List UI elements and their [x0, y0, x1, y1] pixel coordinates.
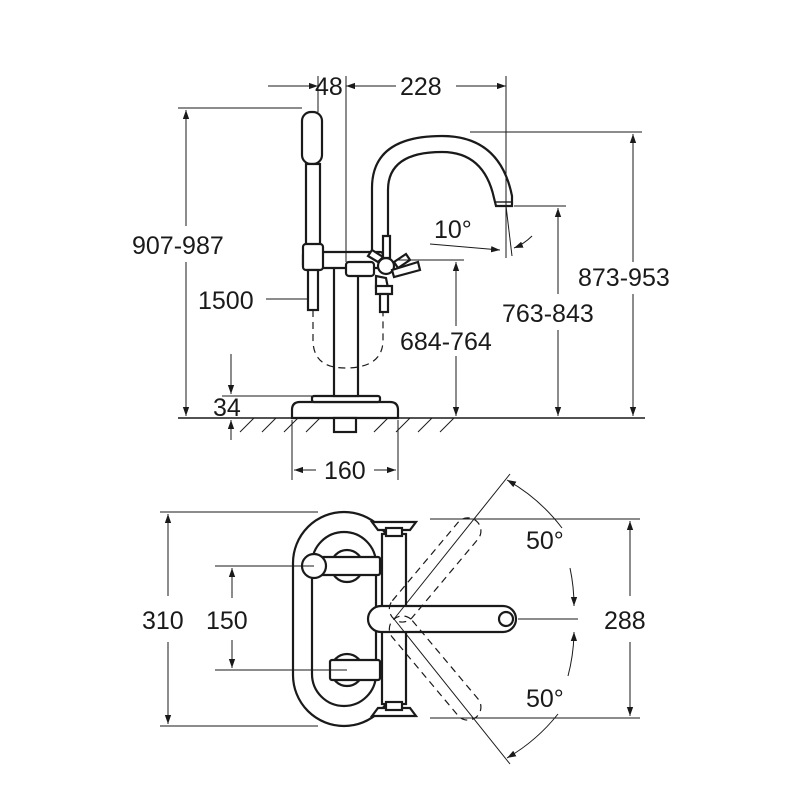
- dim-150: 150: [206, 607, 248, 635]
- spout-outlet-top: [497, 610, 515, 628]
- side-view: 48 228 907-987 1500 10° 873-953 763-843 …: [132, 73, 670, 485]
- hose-connector: [306, 268, 320, 312]
- dim-228: 228: [400, 73, 442, 101]
- dim-160: 160: [324, 457, 366, 485]
- dim-1500: 1500: [198, 287, 254, 315]
- hand-shower-holder: [301, 242, 325, 272]
- base-plate: [290, 400, 400, 420]
- base-mount-stub: [332, 416, 358, 434]
- column: [332, 260, 360, 398]
- dim-907-987: 907-987: [132, 232, 224, 260]
- dim-50deg-top: 50°: [526, 527, 564, 555]
- hose-dashed: [312, 310, 384, 369]
- shower-holder: [318, 555, 382, 577]
- dim-684-764: 684-764: [400, 328, 492, 356]
- dim-763-843: 763-843: [502, 300, 594, 328]
- dim-873-953: 873-953: [578, 264, 670, 292]
- mixer-block: [344, 260, 376, 278]
- dim-50deg-bottom: 50°: [526, 685, 564, 713]
- dim-310: 310: [142, 607, 184, 635]
- cross-handle: [366, 234, 422, 314]
- handle-top: [369, 520, 419, 538]
- hand-shower-head: [300, 110, 324, 166]
- dim-34: 34: [213, 394, 241, 422]
- spout-top: [366, 604, 518, 634]
- hand-shower-handle: [304, 162, 322, 252]
- dim-288: 288: [604, 607, 646, 635]
- top-view: 310 150 288 50° 50°: [142, 473, 646, 765]
- dim-10deg: 10°: [434, 216, 472, 244]
- handle-bottom: [369, 700, 419, 718]
- dim-48: 48: [315, 73, 343, 101]
